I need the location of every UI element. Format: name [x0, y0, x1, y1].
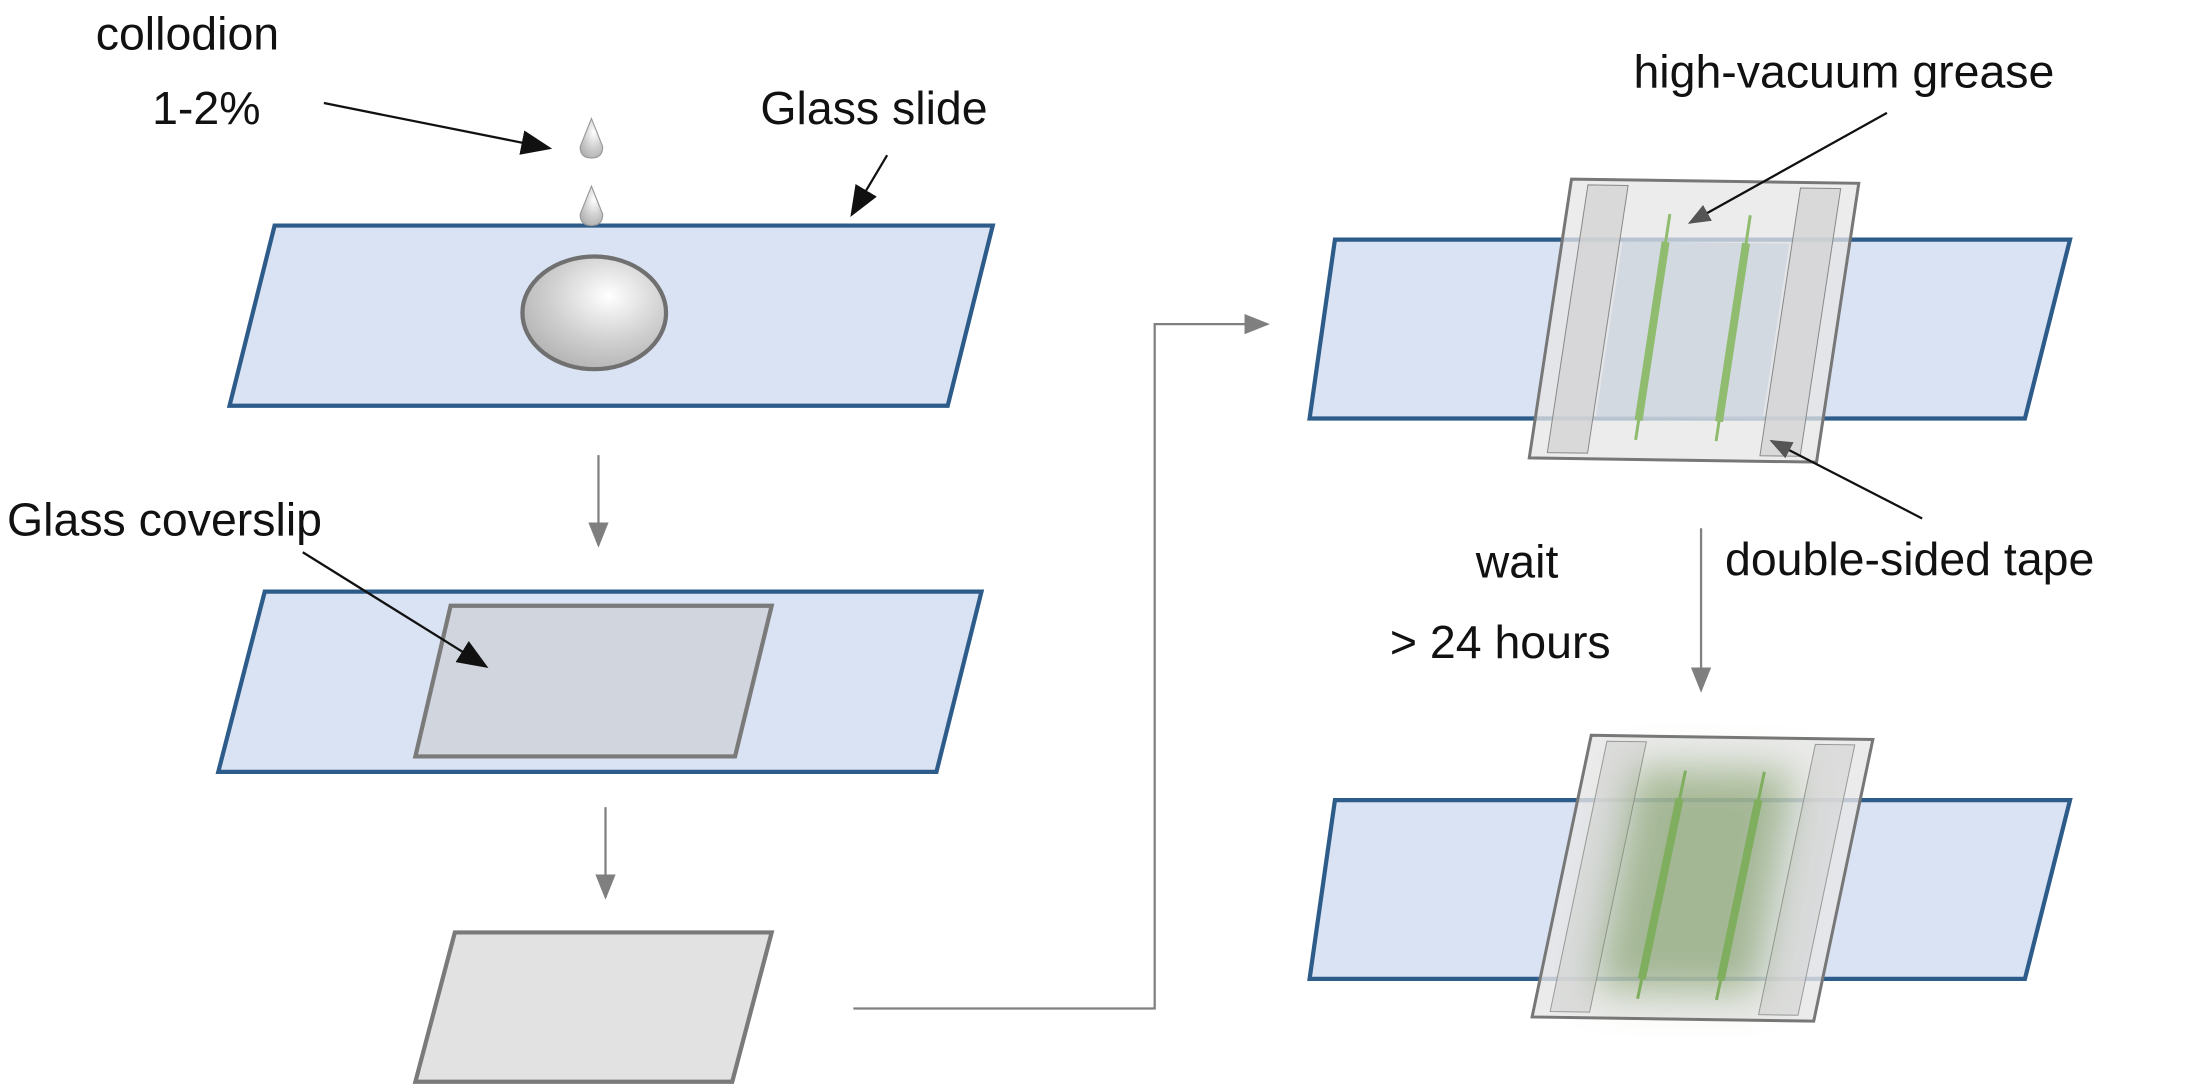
coverslip-pointer-arrow [302, 551, 489, 668]
collodion-concentration-label: 1-2% [152, 82, 260, 134]
glass-slide-pointer-arrow [850, 154, 889, 217]
collodion-pointer-arrow [323, 101, 553, 155]
diffused-grease-area [1595, 767, 1794, 993]
double-sided-tape-strip [1550, 741, 1646, 1012]
wait-label: wait [1475, 536, 1559, 588]
grease-line [1642, 799, 1680, 979]
double-sided-tape-strip [1759, 744, 1855, 1015]
connector-arrow [853, 313, 1270, 1010]
collodion-drop-icon [579, 184, 604, 227]
grease-line [1719, 243, 1746, 421]
grease-pointer-arrow [1687, 111, 1888, 224]
collodion-puddle [520, 254, 669, 372]
sample-area [1595, 241, 1790, 420]
glass-slide-label: Glass slide [760, 82, 987, 134]
detached-coverslip [412, 930, 775, 1084]
grease-line [1639, 242, 1666, 420]
high-vacuum-grease-label: high-vacuum grease [1633, 46, 2054, 98]
glass-coverslip-label: Glass coverslip [7, 493, 322, 545]
glass-coverslip-on-slide [412, 603, 775, 759]
tape-pointer-arrow [1769, 439, 1923, 520]
collodion-label: collodion [96, 8, 279, 60]
collodion-drop-icon [579, 117, 604, 159]
double-sided-tape-label: double-sided tape [1725, 533, 2094, 585]
grease-line [1721, 800, 1759, 980]
double-sided-tape-strip [1547, 185, 1628, 453]
grease-lines-2 [1638, 771, 1765, 1000]
wait-duration-label: > 24 hours [1390, 616, 1611, 668]
